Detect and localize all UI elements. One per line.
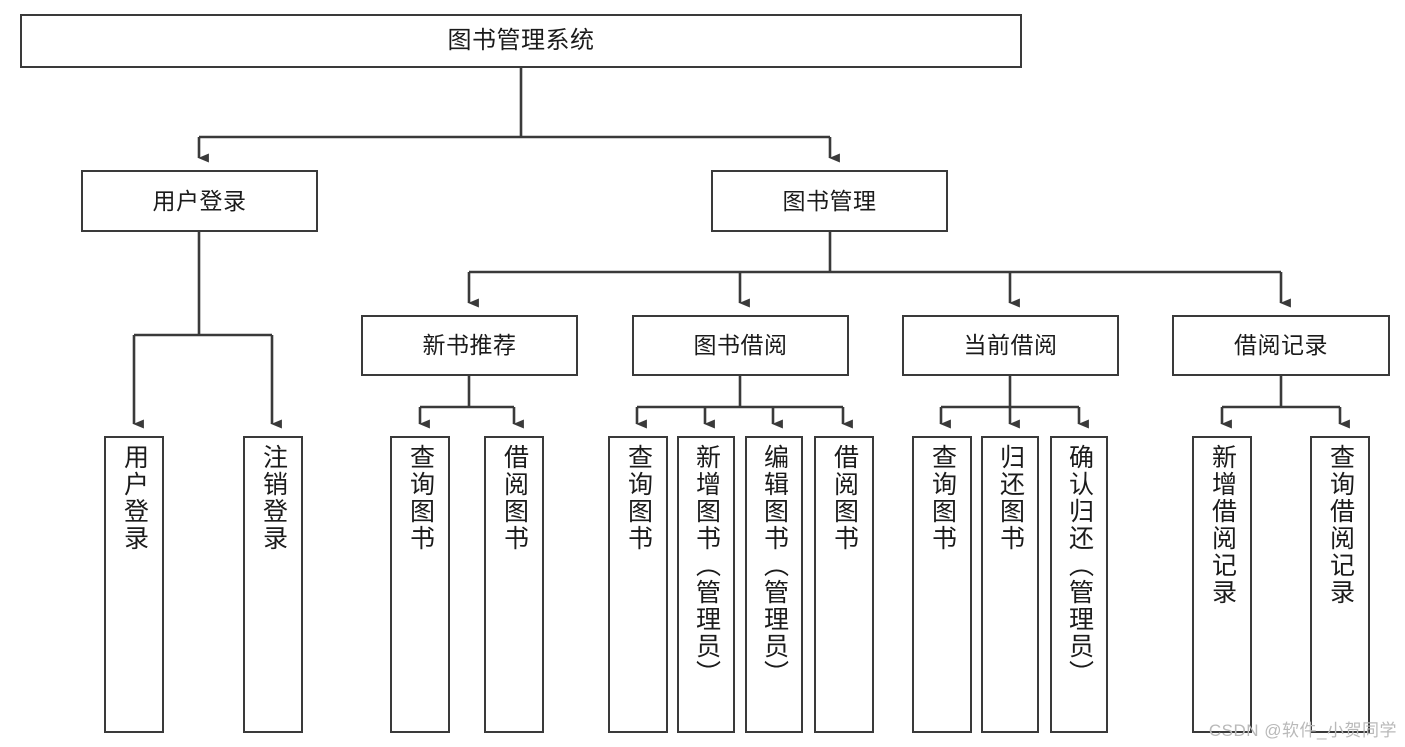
leaf-current-query-book[interactable]: 查询图书 [912,436,972,733]
leaf-user-login-login[interactable]: 用户登录 [104,436,164,733]
leaf-borrow-query-book[interactable]: 查询图书 [608,436,668,733]
node-root-system[interactable]: 图书管理系统 [20,14,1022,68]
node-label: 图书管理 [782,187,877,214]
node-label: 查询借阅记录 [1326,444,1355,606]
node-label: 查询图书 [928,444,957,552]
node-label: 新增借阅记录 [1208,444,1237,606]
node-current-borrow[interactable]: 当前借阅 [902,315,1119,376]
node-label: 查询图书 [624,444,653,552]
node-label: 查询图书 [406,444,435,552]
watermark-text: CSDN @软件_小贺同学 [1208,721,1397,740]
node-label: 借阅图书 [830,444,859,552]
node-borrow-record[interactable]: 借阅记录 [1172,315,1390,376]
leaf-recommend-borrow-book[interactable]: 借阅图书 [484,436,544,733]
node-book-borrow[interactable]: 图书借阅 [632,315,849,376]
leaf-user-login-logout[interactable]: 注销登录 [243,436,303,733]
node-book-management[interactable]: 图书管理 [711,170,948,232]
node-label: 图书管理系统 [447,27,595,55]
node-label: 当前借阅 [963,332,1058,359]
node-user-login[interactable]: 用户登录 [81,170,318,232]
node-label: 借阅记录 [1234,332,1328,359]
node-label: 新书推荐 [422,332,517,359]
node-label: 注销登录 [259,444,288,552]
node-label: 归还图书 [996,444,1025,552]
node-label: 确认归还（管理员） [1065,444,1094,687]
leaf-current-return-book[interactable]: 归还图书 [981,436,1039,733]
leaf-recommend-query-book[interactable]: 查询图书 [390,436,450,733]
node-label: 用户登录 [120,444,149,552]
node-new-book-recommend[interactable]: 新书推荐 [361,315,578,376]
leaf-borrow-borrow-book[interactable]: 借阅图书 [814,436,874,733]
leaf-record-query-record[interactable]: 查询借阅记录 [1310,436,1370,733]
node-label: 借阅图书 [500,444,529,552]
node-label: 用户登录 [152,187,247,214]
node-label: 新增图书（管理员） [692,444,721,687]
leaf-borrow-add-book[interactable]: 新增图书（管理员） [677,436,735,733]
leaf-current-confirm-return[interactable]: 确认归还（管理员） [1050,436,1108,733]
node-label: 图书借阅 [693,332,788,359]
leaf-borrow-edit-book[interactable]: 编辑图书（管理员） [745,436,803,733]
leaf-record-add-record[interactable]: 新增借阅记录 [1192,436,1252,733]
node-label: 编辑图书（管理员） [760,444,789,687]
